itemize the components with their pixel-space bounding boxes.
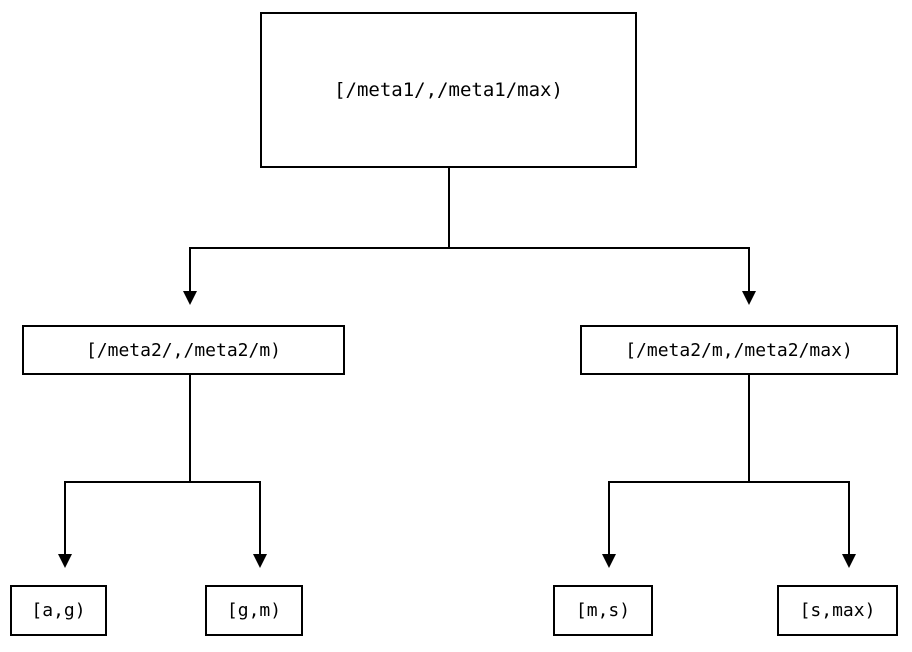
tree-node-root-label: [/meta1/,/meta1/max) [334,79,563,101]
tree-node-leaf-4-label: [s,max) [799,600,876,621]
edge-root-to-mid-right [748,247,750,292]
tree-node-mid-left-label: [/meta2/,/meta2/m) [85,339,282,361]
edge-mid-left-to-leaf-2 [259,481,261,555]
tree-node-root[interactable]: [/meta1/,/meta1/max) [260,12,637,168]
tree-node-leaf-1-label: [a,g) [31,600,86,621]
edge-mid-left-stem [189,375,191,483]
tree-node-mid-right[interactable]: [/meta2/m,/meta2/max) [580,325,898,375]
arrow-down-icon-root-to-mid-right [742,291,756,305]
tree-node-leaf-3-label: [m,s) [575,600,631,621]
tree-node-mid-left[interactable]: [/meta2/,/meta2/m) [22,325,345,375]
arrow-down-icon-leaf-4 [842,554,856,568]
edge-root-to-mid-left [189,247,191,292]
edge-root-split-bar [189,247,750,249]
edge-mid-right-split-bar [608,481,850,483]
arrow-down-icon-root-to-mid-left [183,291,197,305]
tree-node-leaf-2[interactable]: [g,m) [205,585,303,636]
tree-node-leaf-1[interactable]: [a,g) [10,585,107,636]
tree-node-leaf-4[interactable]: [s,max) [777,585,898,636]
arrow-down-icon-leaf-2 [253,554,267,568]
tree-node-leaf-2-label: [g,m) [226,600,282,621]
edge-mid-right-stem [748,375,750,483]
tree-node-leaf-3[interactable]: [m,s) [553,585,653,636]
arrow-down-icon-leaf-1 [58,554,72,568]
arrow-down-icon-leaf-3 [602,554,616,568]
edge-root-stem [448,168,450,249]
edge-mid-right-to-leaf-3 [608,481,610,555]
tree-node-mid-right-label: [/meta2/m,/meta2/max) [625,339,853,361]
edge-mid-left-to-leaf-1 [64,481,66,555]
edge-mid-left-split-bar [64,481,261,483]
edge-mid-right-to-leaf-4 [848,481,850,555]
